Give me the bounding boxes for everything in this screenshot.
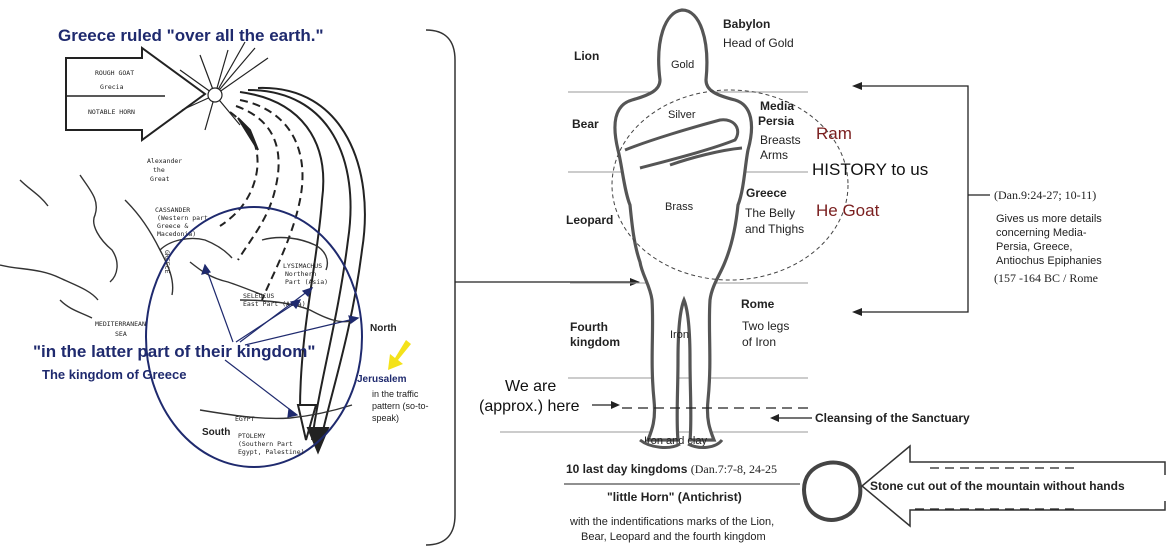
rough-goat-arrow <box>65 46 207 142</box>
two-legs-label: Two legs <box>742 319 789 333</box>
statue-arms <box>624 118 740 170</box>
history-label: HISTORY to us <box>812 160 928 179</box>
notable-horn-label: NOTABLE HORN <box>88 108 135 116</box>
leopard-label: Leopard <box>566 213 613 227</box>
dan-ref: (Dan.9:24-27; 10-11) <box>994 188 1096 202</box>
he-goat-label: He Goat <box>816 201 880 220</box>
south-label: South <box>202 427 230 438</box>
statue-panel: Babylon Head of Gold Lion Gold Bear Silv… <box>479 8 1166 543</box>
dan-line-2: concerning Media- <box>996 227 1087 239</box>
ram-label: Ram <box>816 124 852 143</box>
of-iron-label: of Iron <box>742 335 776 349</box>
rome-label: Rome <box>741 297 775 311</box>
north-label: North <box>370 323 397 334</box>
seleucus-label-1: SELEUCUS <box>243 292 274 300</box>
cassander-label-2: (Western part <box>157 214 208 222</box>
identifications-label-1: with the indentifications marks of the L… <box>569 516 774 528</box>
lysimachus-label-1: LYSIMACHUS <box>283 262 322 270</box>
dan-bracket <box>860 85 969 313</box>
stone-icon <box>802 460 863 522</box>
belly-label: The Belly <box>745 206 795 220</box>
panel-bracket <box>425 29 456 546</box>
we-are-label-1: We are <box>505 378 556 395</box>
egypt-label: EGYPT <box>235 415 255 423</box>
cleansing-arrowhead <box>770 414 779 422</box>
dan-line-1: Gives us more details <box>996 213 1102 225</box>
lysimachus-label-2: Northern <box>285 270 316 278</box>
breasts-label: Breasts <box>760 133 801 147</box>
connector-arrowhead <box>630 278 640 286</box>
statue-feet <box>639 438 724 449</box>
jerusalem-label: Jerusalem <box>357 374 407 385</box>
dan-line-4: Antiochus Epiphanies <box>996 255 1102 267</box>
alexander-label-2: the <box>153 166 165 174</box>
mediterranean-label-1: MEDITERRANEAN <box>95 320 146 328</box>
lion-label: Lion <box>574 49 599 63</box>
cassander-label-4: Macedonia) <box>157 230 196 238</box>
dan-line-3: Persia, Greece, <box>996 241 1072 253</box>
fourth-label-1: Fourth <box>570 320 608 334</box>
bear-label: Bear <box>572 117 599 131</box>
cassander-label-3: Greece & <box>157 222 188 230</box>
alexander-label-1: Alexander <box>147 157 182 165</box>
jerusalem-note-1: in the traffic <box>372 389 419 399</box>
map-panel: Greece ruled "over all the earth." ROUGH… <box>0 26 429 468</box>
kingdom-ellipse <box>145 206 363 468</box>
ten-kingdoms-label: 10 last day kingdoms (Dan.7:7-8, 24-25 <box>566 462 777 476</box>
brass-label: Brass <box>665 201 694 213</box>
head-of-gold-label: Head of Gold <box>723 36 794 50</box>
jerusalem-note-2: pattern (so-to- <box>372 401 429 411</box>
latter-part-text: "in the latter part of their kingdom" <box>33 342 315 361</box>
babylon-label: Babylon <box>723 17 770 31</box>
stone-label: Stone cut out of the mountain without ha… <box>870 479 1125 493</box>
greece-label: Greece <box>746 186 787 200</box>
ten-kingdoms-ref: (Dan.7:7-8, 24-25 <box>691 462 777 476</box>
map-title: Greece ruled "over all the earth." <box>58 26 324 45</box>
seleucus-label-2: East Part (Asia) <box>243 300 306 308</box>
dan-note-panel: (Dan.9:24-27; 10-11) Gives us more detai… <box>852 82 1102 316</box>
identifications-label-2: Bear, Leopard and the fourth kingdom <box>581 531 766 543</box>
starburst-icon <box>179 41 269 131</box>
grecia-label: Grecia <box>100 83 124 91</box>
gold-label: Gold <box>671 59 694 71</box>
persia-label: Persia <box>758 114 794 128</box>
ptolemy-label-1: PTOLEMY <box>238 432 265 440</box>
jerusalem-note-3: speak) <box>372 413 399 423</box>
arms-label: Arms <box>760 148 788 162</box>
pointer-arrows <box>201 263 360 418</box>
ptolemy-label-3: Egypt, Palestine) <box>238 448 305 456</box>
lysimachus-label-3: Part (Asia) <box>285 278 328 286</box>
dan-line-5: (157 -164 BC / Rome <box>994 271 1098 285</box>
little-horn-label: "little Horn" (Antichrist) <box>607 490 742 504</box>
dan-arrowhead-bottom <box>852 308 862 316</box>
we-are-label-2: (approx.) here <box>479 398 580 415</box>
thighs-label: and Thighs <box>745 222 804 236</box>
kingdom-of-greece-text: The kingdom of Greece <box>42 367 186 382</box>
media-label: Media <box>760 99 794 113</box>
statue-arms-2 <box>669 146 743 167</box>
fourth-label-2: kingdom <box>570 335 620 349</box>
alexander-label-3: Great <box>150 175 170 183</box>
sweep-arrows <box>219 86 366 455</box>
cassander-label-1: CASSANDER <box>155 206 190 214</box>
dan-arrowhead-top <box>852 82 862 90</box>
we-are-arrowhead <box>611 401 620 409</box>
yellow-arrow-icon <box>388 340 411 370</box>
silver-label: Silver <box>668 109 696 121</box>
cleansing-label: Cleansing of the Sanctuary <box>815 411 970 425</box>
map-coastlines <box>0 174 356 420</box>
ptolemy-label-2: (Southern Part <box>238 440 293 448</box>
iron-label: Iron <box>670 329 689 341</box>
mediterranean-label-2: SEA <box>115 330 127 338</box>
statue-figure <box>613 8 754 442</box>
history-ellipse <box>611 89 849 281</box>
rough-goat-label: ROUGH GOAT <box>95 69 134 77</box>
